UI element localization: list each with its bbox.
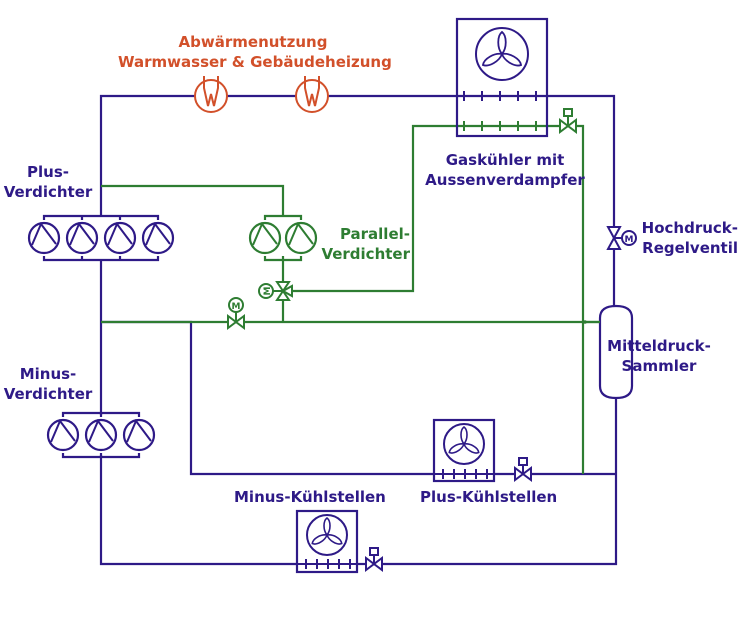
minus-compressors-label: Minus- Verdichter [2, 364, 94, 404]
gas-cooler-label: Gaskühler mit Aussenverdampfer [420, 150, 590, 190]
hp-motor-label: M [625, 235, 634, 245]
parallel-compressor-1 [248, 221, 282, 255]
plus-compressor-2 [65, 221, 99, 255]
pipe-gascooler-green-out [576, 124, 585, 474]
plus-cooling-expansion-valve [514, 457, 532, 482]
pipe-flash-gas [292, 124, 560, 293]
pipe-minus-suction [99, 455, 298, 566]
heat-recovery-label-line2: Warmwasser & Gebäudeheizung [118, 53, 392, 71]
gas-cooler [455, 17, 549, 138]
green-junction-dot [583, 320, 587, 324]
minus-compressors-label-line1: Minus- [19, 365, 77, 383]
flash-motor-label: M [232, 302, 241, 312]
gas-cooler-expansion-valve [559, 108, 577, 134]
minus-compressor-group [61, 411, 141, 459]
plus-compressor-4 [141, 221, 175, 255]
parallel-compressors-label-line1: Parallel- [339, 225, 410, 243]
minus-compressor-2 [84, 418, 118, 452]
high-pressure-valve-label: Hochdruck- Regelventil [640, 218, 738, 258]
gas-cooler-purple-ticks [463, 91, 537, 101]
gas-cooler-box [455, 17, 549, 138]
gas-cooler-green-ticks [463, 121, 537, 131]
minus-compressor-3 [122, 418, 156, 452]
receiver-label: Mitteldruck- Sammler [604, 336, 714, 376]
parallel-compressor-2 [284, 221, 318, 255]
parallel-motor-label: M [263, 286, 273, 295]
parallel-compressor-group [263, 214, 303, 262]
heat-exchanger-2 [295, 76, 329, 113]
plus-cooling-fan-ring [443, 423, 485, 465]
minus-cooling-expansion-valve [365, 547, 383, 572]
plus-compressors-label: Plus- Verdichter [2, 162, 94, 202]
flash-gas-valve-motor-icon [228, 297, 244, 313]
plus-cooling-ticks [435, 469, 493, 479]
high-pressure-valve: M [606, 226, 637, 250]
minus-cooling-ticks [298, 559, 356, 569]
minus-cooling-label: Minus-Kühlstellen [234, 488, 386, 506]
heat-recovery-label: Abwärmenutzung Warmwasser & Gebäudeheizu… [118, 32, 392, 72]
high-pressure-valve-label-line1: Hochdruck- [641, 219, 738, 237]
pipe-top-loop [99, 94, 195, 200]
plus-cooling-fan-icon [448, 425, 480, 454]
high-pressure-valve-label-line2: Regelventil [642, 239, 738, 257]
high-pressure-valve-motor-icon [621, 230, 637, 246]
pipe-top-right [328, 94, 616, 227]
minus-compressors-label-line2: Verdichter [3, 385, 93, 403]
plus-compressor-3 [103, 221, 137, 255]
parallel-compressors-label-line2: Verdichter [321, 245, 410, 263]
plus-cooling-label: Plus-Kühlstellen [420, 488, 558, 506]
parallel-compressors-label: Parallel- Verdichter [318, 224, 410, 264]
parallel-three-way-valve: M [258, 281, 293, 301]
plus-compressor-1 [27, 221, 61, 255]
minus-cooling-unit [295, 509, 359, 574]
minus-compressor-1 [46, 418, 80, 452]
plus-cooling-unit [432, 418, 496, 483]
receiver-vessel [598, 304, 634, 400]
gas-cooler-fan-ring [475, 27, 529, 81]
plus-compressor-group [42, 200, 160, 262]
green-pipes [101, 124, 600, 474]
plus-compressors-label-line2: Verdichter [3, 183, 93, 201]
minus-cooling-fan-icon [311, 516, 343, 545]
heat-exchanger-1-w-icon [203, 76, 219, 107]
plus-compressors-label-line1: Plus- [27, 163, 69, 181]
receiver-label-line1: Mitteldruck- [607, 337, 711, 355]
receiver-label-line2: Sammler [621, 357, 697, 375]
gas-cooler-fan-icon [481, 30, 523, 67]
gas-cooler-label-line2: Aussenverdampfer [425, 171, 585, 189]
flash-gas-valve: M [227, 297, 245, 330]
minus-cooling-fan-ring [306, 514, 348, 556]
heat-exchanger-1 [194, 76, 228, 113]
heat-recovery-label-line1: Abwärmenutzung [178, 33, 328, 51]
gas-cooler-label-line1: Gaskühler mit [445, 151, 565, 169]
heat-exchanger-2-w-icon [304, 76, 320, 107]
pipe-plus-suction-branch [101, 320, 435, 476]
parallel-valve-motor-icon [258, 283, 274, 299]
pipe-receiver-liquid [382, 398, 618, 566]
pipe-parallel-discharge [101, 184, 285, 216]
